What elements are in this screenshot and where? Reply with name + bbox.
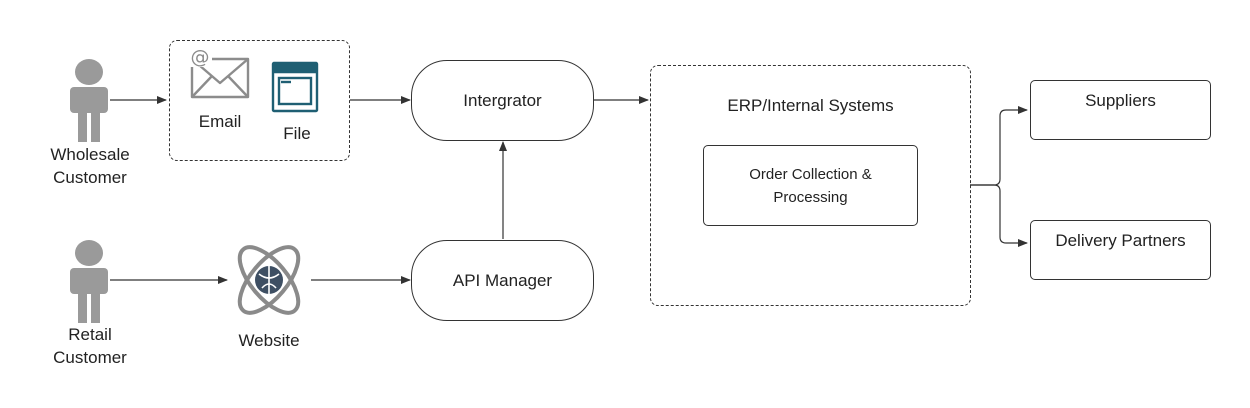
wholesale-label-line1: Wholesale: [50, 145, 130, 164]
erp-title: ERP/Internal Systems: [727, 96, 894, 115]
api-manager-node: API Manager: [411, 240, 594, 321]
website-label: Website: [238, 331, 300, 350]
delivery-partners-node: Delivery Partners: [1030, 220, 1211, 280]
retail-customer-label: Retail Customer: [30, 323, 150, 369]
integrator-label: Intergrator: [463, 90, 542, 110]
svg-text:@: @: [191, 46, 210, 68]
globe-orbit-icon: [237, 245, 301, 315]
suppliers-node: Suppliers: [1030, 80, 1211, 140]
wholesale-customer-label: Wholesale Customer: [30, 143, 150, 189]
person-icon: [70, 240, 108, 323]
file-window-icon: [271, 61, 319, 113]
wholesale-label-line2: Customer: [53, 168, 127, 187]
email-label: Email: [198, 112, 242, 131]
order-processing-line2: Processing: [773, 188, 848, 206]
order-processing-node: Order Collection & Processing: [703, 145, 918, 226]
suppliers-label: Suppliers: [1085, 91, 1156, 110]
erp-systems-group: [650, 65, 971, 306]
email-icon: @: [190, 45, 250, 99]
retail-label-line2: Customer: [53, 348, 127, 367]
order-processing-line1: Order Collection &: [749, 165, 872, 183]
person-icon: [70, 59, 108, 142]
erp-to-delivery-arrow: [970, 184, 1028, 247]
erp-to-suppliers-arrow: [970, 106, 1028, 186]
delivery-partners-label: Delivery Partners: [1055, 231, 1186, 250]
file-label: File: [283, 124, 311, 143]
integrator-node: Intergrator: [411, 60, 594, 141]
api-manager-label: API Manager: [452, 270, 553, 290]
retail-label-line1: Retail: [68, 325, 112, 344]
input-channels-group: [169, 40, 350, 161]
